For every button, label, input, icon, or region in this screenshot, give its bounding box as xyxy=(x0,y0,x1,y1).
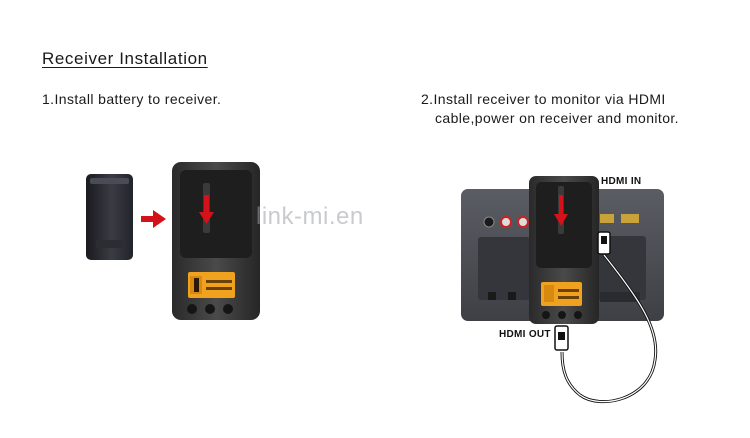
receiver-image-right xyxy=(529,176,599,324)
step-2-line-1: 2.Install receiver to monitor via HDMI xyxy=(421,91,666,107)
receiver-image-left xyxy=(172,162,260,320)
step-2-text: 2.Install receiver to monitor via HDMI c… xyxy=(421,90,679,128)
step-1-text: 1.Install battery to receiver. xyxy=(42,90,221,109)
hdmi-out-label: HDMI OUT xyxy=(499,329,551,340)
hdmi-in-label: HDMI IN xyxy=(601,176,642,187)
battery-image xyxy=(86,174,133,260)
step-1-line-1: 1.Install battery to receiver. xyxy=(42,91,222,107)
watermark-text: link-mi.en xyxy=(256,203,364,230)
section-title: Receiver Installation xyxy=(42,49,208,68)
step-2-line-2: cable,power on receiver and monitor. xyxy=(435,110,679,126)
hdmi-cable xyxy=(554,231,658,404)
arrow-right-icon xyxy=(141,210,166,228)
